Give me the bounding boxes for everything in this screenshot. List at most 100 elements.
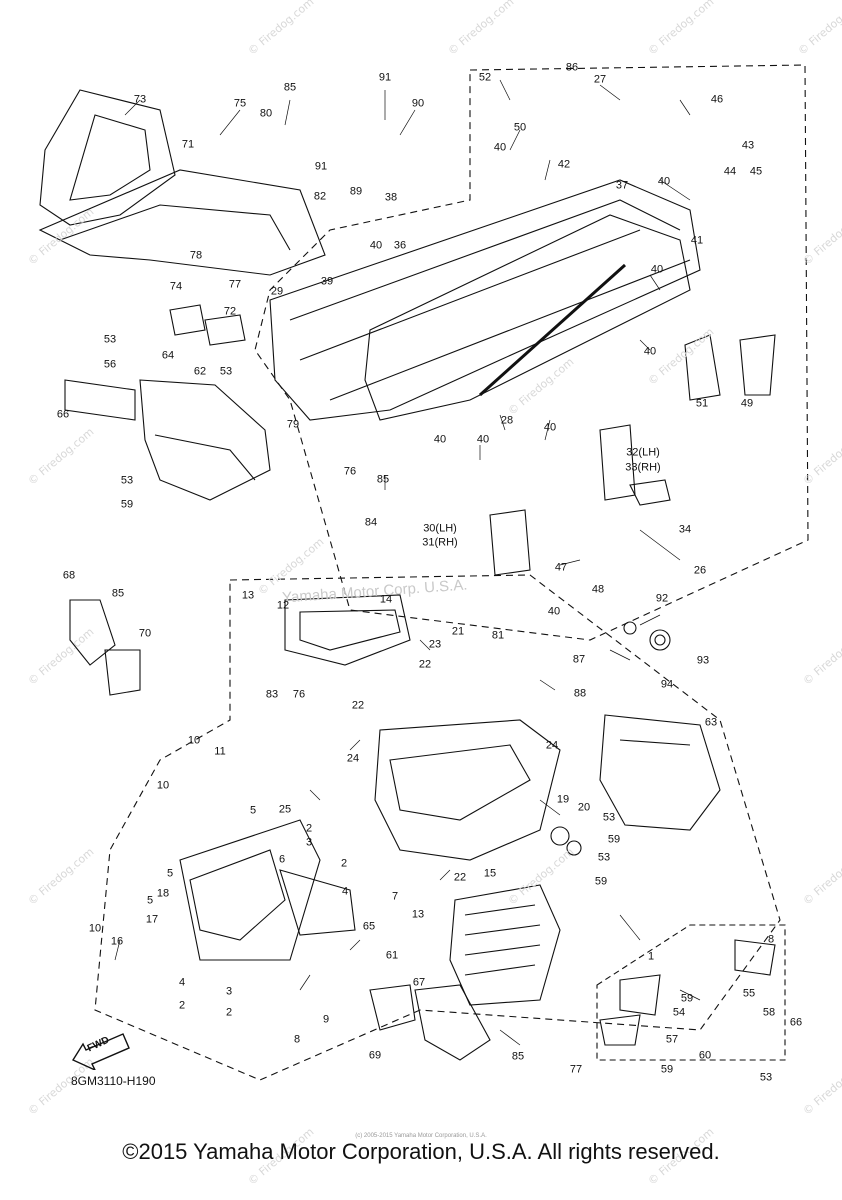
part-callout: 60 [698,1049,712,1062]
part-callout: 13 [241,589,255,602]
muffler-stay-67 [414,984,491,1061]
part-callout: 54 [672,1006,686,1019]
copyright-footer: ©2015 Yamaha Motor Corporation, U.S.A. A… [122,1139,720,1164]
part-callout: 90 [411,97,425,110]
part-callout: 12 [276,599,290,612]
part-callout: 19 [556,793,570,806]
part-callout: 91 [314,160,328,173]
part-callout: 74 [169,280,183,293]
part-callout: 2 [340,857,348,870]
part-callout: 46 [710,93,724,106]
part-callout: 40 [650,263,664,276]
part-callout: 38 [384,191,398,204]
part-callout: 79 [286,418,300,431]
part-callout: 10 [88,922,102,935]
part-callout: 2 [178,999,186,1012]
bottom-right-dashed-box [596,924,786,1061]
part-callout: 83 [265,688,279,701]
part-callout: 94 [660,678,674,691]
part-callout: 20 [577,801,591,814]
part-callout: 89 [349,185,363,198]
part-callout: 32(LH) [626,446,660,459]
part-callout: 26 [693,564,707,577]
part-callout: 63 [704,716,718,729]
part-callout: 5 [249,804,257,817]
part-callout: 76 [343,465,357,478]
part-callout: 85 [111,587,125,600]
part-callout: 39 [320,275,334,288]
part-callout: 4 [178,976,186,989]
part-callout: 51 [695,397,709,410]
tunnel-plate [364,214,691,421]
part-callout: 27 [593,73,607,86]
part-callout: 5 [146,894,154,907]
part-callout: 71 [181,138,195,151]
part-callout: 34 [678,523,692,536]
part-callout: 28 [500,414,514,427]
fwd-arrow-icon [71,1033,130,1070]
part-callout: 10 [156,779,170,792]
part-callout: 31(RH) [422,536,458,549]
part-callout: 69 [368,1049,382,1062]
part-callout: 40 [476,433,490,446]
part-callout: 55 [742,987,756,1000]
part-callout: 59 [594,875,608,888]
part-callout: 80 [259,107,273,120]
part-callout: 93 [696,654,710,667]
part-callout: 16 [110,935,124,948]
part-callout: 4 [341,885,349,898]
part-callout: 6 [278,853,286,866]
part-callout: 7 [391,890,399,903]
top-plate-14 [284,594,411,666]
part-callout: 62 [193,365,207,378]
part-callout: 30(LH) [423,522,457,535]
part-callout: 53 [597,851,611,864]
front-cowl-part [39,89,176,226]
part-callout: 41 [690,234,704,247]
part-callout: 64 [161,349,175,362]
part-callout: 40 [493,141,507,154]
part-callout: 15 [483,867,497,880]
part-callout: 85 [283,81,297,94]
part-callout: 40 [433,433,447,446]
part-callout: 1 [647,950,655,963]
part-callout: 42 [557,158,571,171]
part-callout: 58 [762,1006,776,1019]
part-callout: 10 [187,734,201,747]
part-callout: 25 [278,803,292,816]
part-callout: 82 [313,190,327,203]
front-protector-left [139,379,271,501]
part-callout: 53 [103,333,117,346]
part-callout: 23 [428,638,442,651]
part-callout: 40 [643,345,657,358]
upper-frame-dashed-outline [254,64,809,641]
cover-70 [104,649,141,696]
bracket-69 [369,984,416,1031]
part-callout: 66 [56,408,70,421]
part-callout: 8 [293,1033,301,1046]
footrest-bracket-right [684,334,721,401]
part-callout: 73 [133,93,147,106]
front-arm-plate [279,869,356,936]
part-callout: 66 [789,1016,803,1029]
part-callout: 33(RH) [625,461,661,474]
main-frame-rail [269,179,701,421]
part-callout: 67 [412,976,426,989]
part-callout: 53 [219,365,233,378]
tiny-copyright: (c) 2005-2015 Yamaha Motor Corporation, … [355,1133,487,1139]
part-callout: 37 [615,179,629,192]
part-callout: 36 [393,239,407,252]
part-callout: 40 [543,421,557,434]
part-callout: 81 [491,629,505,642]
part-callout: 45 [749,165,763,178]
part-callout: 72 [223,305,237,318]
mask-68 [69,599,116,666]
lower-frame-body [374,719,561,861]
part-callout: 13 [411,908,425,921]
part-callout: 57 [665,1033,679,1046]
right-protector-63 [599,714,721,831]
part-callout: 75 [233,97,247,110]
part-callout: 3 [225,985,233,998]
part-callout: 77 [228,278,242,291]
